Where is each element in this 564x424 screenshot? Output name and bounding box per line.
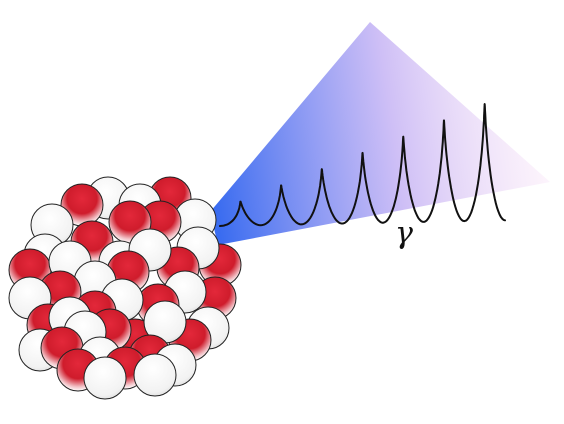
gamma-label: γ: [395, 216, 413, 251]
neutron: [83, 356, 127, 400]
neutron: [133, 353, 177, 397]
gamma-wave: [219, 103, 506, 227]
gamma-beam-cone: [210, 22, 550, 245]
atomic-nucleus: [8, 176, 242, 400]
